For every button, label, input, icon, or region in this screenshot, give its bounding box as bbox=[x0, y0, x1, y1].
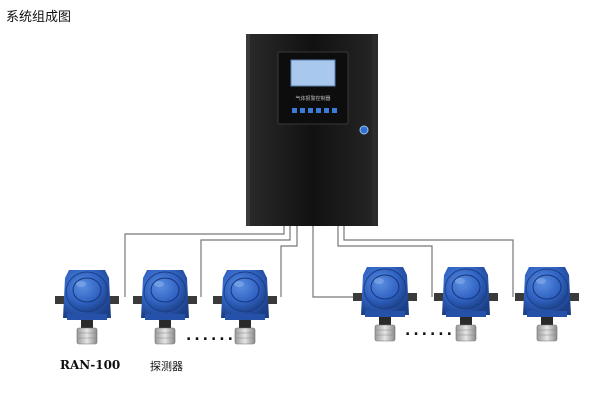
wiring bbox=[124, 226, 514, 298]
panel-label: 气体报警控制器 bbox=[295, 95, 330, 102]
panel-buttons bbox=[292, 108, 337, 113]
model-label: RAN-100 bbox=[60, 358, 121, 372]
key-lock-icon bbox=[359, 125, 369, 135]
more-detectors-dots-left: ...... bbox=[186, 328, 236, 344]
controller-cabinet bbox=[246, 34, 378, 226]
more-detectors-dots-right: ...... bbox=[405, 323, 455, 339]
detector-1 bbox=[54, 269, 120, 345]
detector-6 bbox=[514, 266, 580, 342]
diagram-title: 系统组成图 bbox=[6, 10, 72, 25]
lcd-screen bbox=[290, 59, 336, 87]
detector-label: 探测器 bbox=[150, 360, 183, 373]
